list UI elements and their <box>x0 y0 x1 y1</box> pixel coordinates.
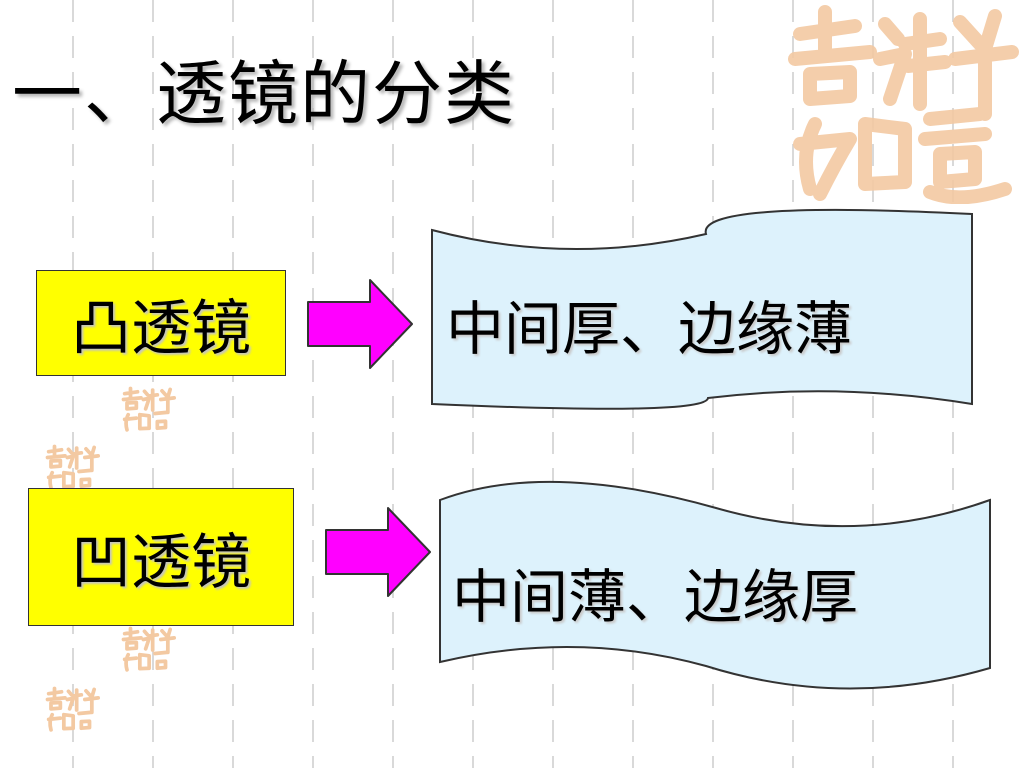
right-arrow-icon <box>307 279 413 369</box>
wave-banner-top <box>431 208 973 410</box>
right-arrow-icon <box>325 507 431 597</box>
seal-watermark-large-icon <box>788 5 1019 204</box>
concave-lens-box: 凹透镜 <box>28 488 294 626</box>
wave-banner-bottom <box>439 480 991 690</box>
convex-lens-box: 凸透镜 <box>36 270 286 376</box>
seal-watermark-small-icon-3 <box>121 626 176 672</box>
concave-lens-description: 中间薄、边缘厚 <box>452 563 859 631</box>
seal-watermark-small-icon-1 <box>121 386 176 432</box>
seal-watermark-small-icon-2 <box>45 444 100 490</box>
seal-watermark-small-icon-4 <box>45 686 100 732</box>
slide-title: 一、透镜的分类 <box>12 53 516 135</box>
convex-lens-description: 中间厚、边缘薄 <box>446 295 853 363</box>
